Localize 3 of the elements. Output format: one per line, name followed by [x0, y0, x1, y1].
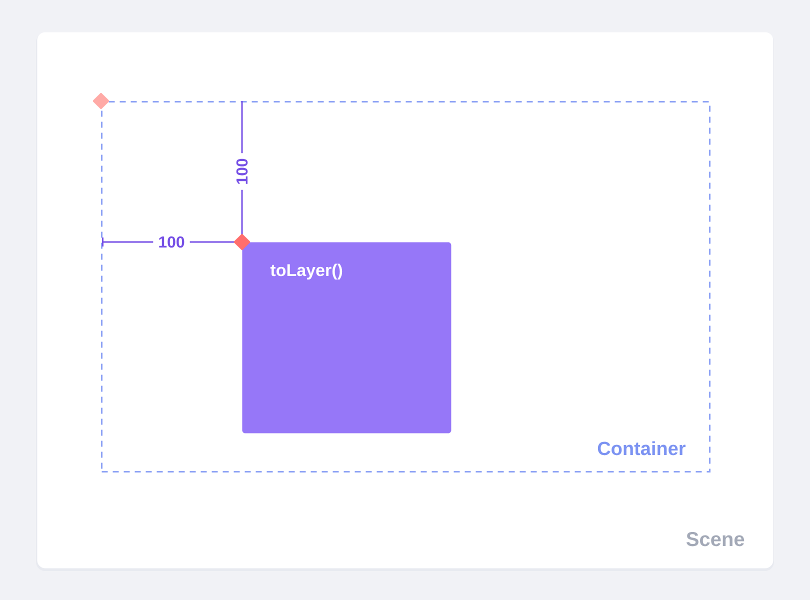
dimension-label: 100	[235, 153, 249, 190]
dimension-label: 100	[153, 235, 190, 249]
layer-box: toLayer()	[242, 242, 452, 434]
